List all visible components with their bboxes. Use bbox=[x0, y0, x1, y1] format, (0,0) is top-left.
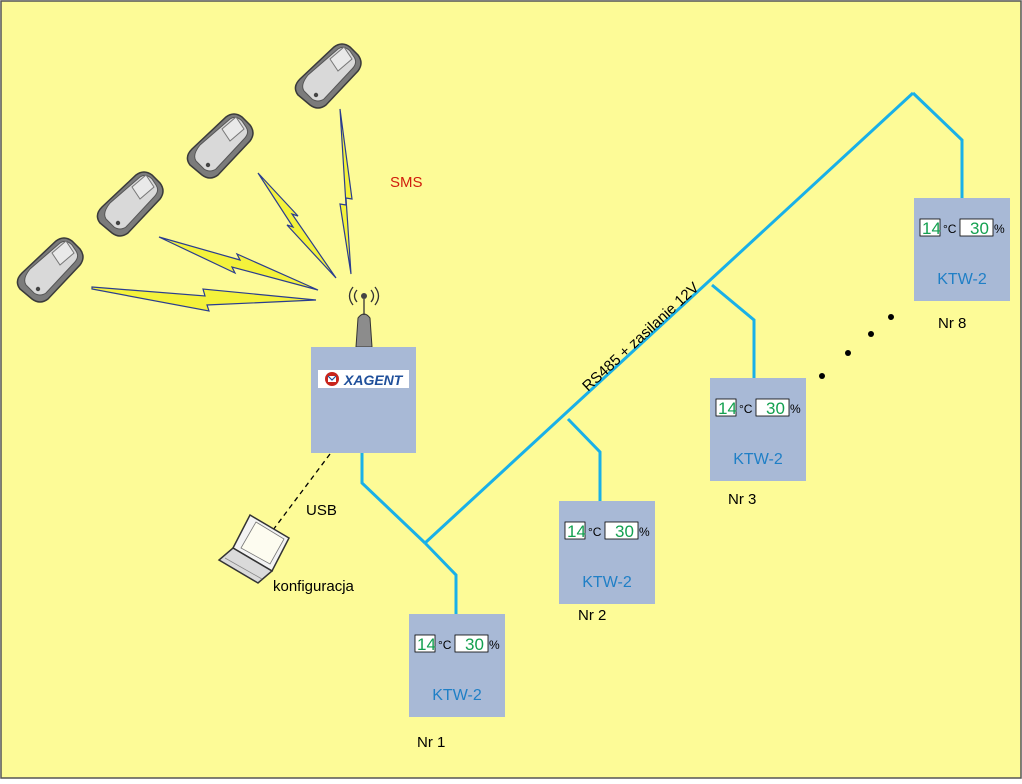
usb-label: USB bbox=[306, 502, 337, 519]
humidity-display bbox=[959, 218, 994, 237]
temperature-unit: °C bbox=[588, 525, 602, 539]
temperature-value: 14 bbox=[567, 522, 586, 541]
temperature-display bbox=[414, 634, 436, 653]
sensor-device-nr1: 14°C 30% KTW-2 Nr 1 bbox=[409, 614, 505, 751]
sensor-number-label: Nr 2 bbox=[578, 607, 606, 624]
sensor-device-nr2: 14°C 30% KTW-2 Nr 2 bbox=[559, 501, 655, 624]
humidity-value: 30 bbox=[615, 522, 634, 541]
humidity-unit: % bbox=[489, 638, 500, 652]
humidity-unit: % bbox=[790, 402, 801, 416]
sensor-device-nr3: 14°C 30% KTW-2 Nr 3 bbox=[710, 378, 806, 508]
temperature-unit: °C bbox=[943, 222, 957, 236]
sensor-box bbox=[559, 501, 655, 604]
sms-signal-bolts bbox=[91, 108, 353, 312]
temperature-value: 14 bbox=[718, 399, 737, 418]
xagent-gateway bbox=[311, 347, 416, 453]
config-label: konfiguracja bbox=[273, 578, 355, 595]
continuation-dots bbox=[819, 314, 894, 379]
humidity-unit: % bbox=[994, 222, 1005, 236]
temperature-value: 14 bbox=[417, 635, 436, 654]
temperature-display bbox=[919, 218, 941, 237]
sensor-number-label: Nr 1 bbox=[417, 734, 445, 751]
humidity-value: 30 bbox=[766, 399, 785, 418]
temperature-display bbox=[564, 521, 586, 540]
antenna-icon bbox=[348, 286, 380, 348]
sensor-model-label: KTW-2 bbox=[582, 574, 632, 591]
temperature-unit: °C bbox=[739, 402, 753, 416]
humidity-display bbox=[454, 634, 489, 653]
sensor-model-label: KTW-2 bbox=[432, 687, 482, 704]
usb-link bbox=[269, 453, 331, 535]
humidity-display bbox=[755, 398, 790, 417]
sensor-model-label: KTW-2 bbox=[937, 271, 987, 288]
sms-label: SMS bbox=[390, 174, 423, 191]
sensor-box bbox=[409, 614, 505, 717]
temperature-value: 14 bbox=[922, 219, 941, 238]
sensor-number-label: Nr 3 bbox=[728, 491, 756, 508]
laptop-icon bbox=[217, 513, 290, 584]
sensor-box bbox=[914, 198, 1010, 301]
xagent-brand-text: XAGENT bbox=[343, 372, 404, 388]
temperature-unit: °C bbox=[438, 638, 452, 652]
sensor-device-nr8: 14°C 30% KTW-2 Nr 8 bbox=[914, 198, 1010, 332]
sensor-box bbox=[710, 378, 806, 481]
rs485-bus bbox=[360, 91, 964, 614]
sensor-number-label: Nr 8 bbox=[938, 315, 966, 332]
xagent-logo: XAGENT bbox=[318, 370, 409, 388]
temperature-display bbox=[715, 398, 737, 417]
humidity-display bbox=[604, 521, 639, 540]
sensor-model-label: KTW-2 bbox=[733, 451, 783, 468]
humidity-value: 30 bbox=[465, 635, 484, 654]
humidity-unit: % bbox=[639, 525, 650, 539]
humidity-value: 30 bbox=[970, 219, 989, 238]
